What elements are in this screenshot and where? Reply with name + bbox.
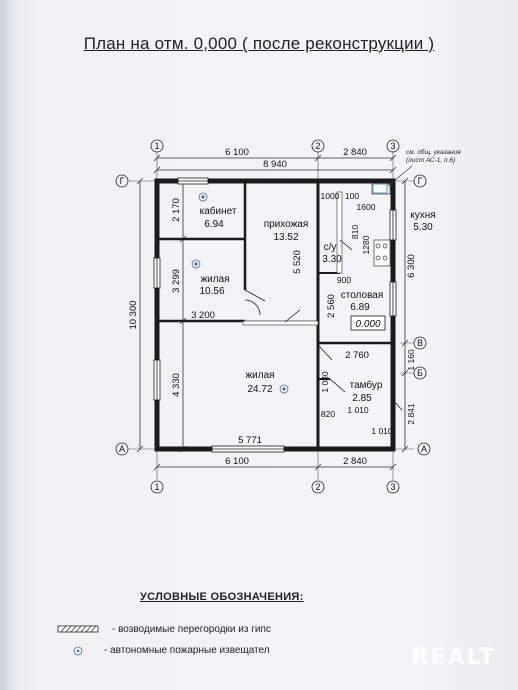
new-partitions — [242, 191, 343, 326]
watermark-logo: REALT — [411, 645, 496, 670]
sink-icon — [372, 183, 388, 194]
dim-label: 1600 — [357, 202, 376, 212]
note-line: см. общ. указания — [406, 148, 461, 156]
dim-label: 900 — [337, 275, 351, 285]
smoke-detectors — [191, 192, 289, 394]
axis-b-right: Б — [417, 368, 423, 378]
dimension-labels: 6 100 2 840 8 940 6 100 2 840 10 300 2 1… — [128, 147, 417, 467]
dim-label: 100 — [345, 191, 359, 201]
level-mark: 0.000 — [355, 319, 380, 330]
dim-label: 1 010 — [347, 405, 369, 415]
axis-2-top: 2 — [315, 141, 320, 151]
dim-label: 2 170 — [171, 198, 182, 222]
dim-label: 2 840 — [343, 456, 367, 467]
dim-label: 820 — [321, 409, 335, 419]
axis-3-bottom: 3 — [390, 482, 395, 492]
level-mark-box — [350, 315, 386, 331]
room-name: кабинет — [200, 205, 237, 217]
dim-label: 6 100 — [225, 456, 249, 467]
dim-label: 3 299 — [171, 269, 182, 293]
page-title: План на отм. 0,000 ( после реконструкции… — [83, 34, 435, 53]
room-name: тамбур — [350, 379, 383, 391]
dim-label: 8 940 — [263, 159, 287, 170]
dim-label: 1 080 — [320, 371, 330, 393]
windows — [153, 177, 397, 453]
room-name: с/у — [324, 242, 337, 253]
dim-label: 4 330 — [171, 373, 182, 397]
room-area: 10.56 — [199, 286, 224, 297]
dim-label: 6 300 — [406, 254, 417, 278]
legend-detectors: - автономные пожарные извещател — [104, 645, 270, 656]
axis-3-top: 3 — [390, 141, 395, 151]
room-area: 13.52 — [273, 232, 298, 243]
dim-label: 2 840 — [343, 147, 367, 158]
room-area: 2.85 — [352, 393, 372, 404]
smoke-detector-icon — [279, 384, 289, 394]
axis-g-left: Г — [120, 176, 125, 186]
room-name: прихожая — [264, 219, 309, 230]
axis-g-right: Г — [418, 176, 423, 186]
dim-label: 1000 — [321, 191, 340, 201]
room-name: кухня — [410, 210, 435, 221]
axis-a-right: А — [421, 444, 427, 454]
sheet-edge — [0, 0, 14, 690]
room-labels: кабинет 6.94 прихожая 13.52 с/у 3.30 кух… — [199, 205, 435, 404]
smoke-detector-icon — [198, 192, 208, 202]
room-area: 3.30 — [322, 254, 342, 265]
axis-markers — [115, 139, 431, 494]
room-name: столовая — [341, 290, 384, 301]
room-area: 24.72 — [247, 384, 272, 395]
smoke-detector-icon — [73, 646, 83, 656]
dim-label: 1 160 — [406, 349, 416, 371]
legend-symbols — [57, 625, 99, 656]
dim-label: 2 560 — [326, 294, 337, 318]
dim-label: 3 200 — [191, 310, 215, 321]
dim-label: 810 — [350, 225, 360, 239]
legend-partitions: - возводимые перегородки из гипс — [112, 624, 271, 635]
dim-label: 5 771 — [238, 435, 262, 446]
room-name: жилая — [200, 274, 229, 285]
dim-label: 1 010 — [371, 426, 393, 436]
dim-label: 2 841 — [406, 403, 416, 425]
axis-1-bottom: 1 — [154, 482, 159, 492]
axis-v-right: В — [417, 338, 423, 348]
room-area: 6.89 — [350, 302, 370, 313]
dim-label: 2 760 — [345, 350, 369, 361]
note-line: (лист АС-1, п.6) — [406, 157, 455, 164]
axis-1-top: 1 — [154, 141, 159, 151]
doors — [244, 239, 403, 411]
axis-2-bottom: 2 — [315, 482, 320, 492]
room-name: жилая — [245, 370, 274, 381]
top-dimensions — [136, 154, 409, 471]
axis-a-left: А — [119, 444, 125, 454]
dim-label: 5 520 — [292, 250, 303, 274]
room-area: 5.30 — [413, 222, 433, 233]
kitchen-fixtures — [371, 183, 391, 267]
smoke-detector-icon — [191, 259, 201, 269]
room-area: 6.94 — [204, 219, 224, 230]
legend-title: УСЛОВНЫЕ ОБОЗНАЧЕНИЯ: — [140, 591, 304, 603]
general-note: см. общ. указания(лист АС-1, п.6) — [406, 148, 461, 164]
dim-label: 10 300 — [128, 300, 139, 329]
dim-label: 1280 — [361, 235, 371, 254]
dim-label: 6 100 — [225, 147, 249, 158]
